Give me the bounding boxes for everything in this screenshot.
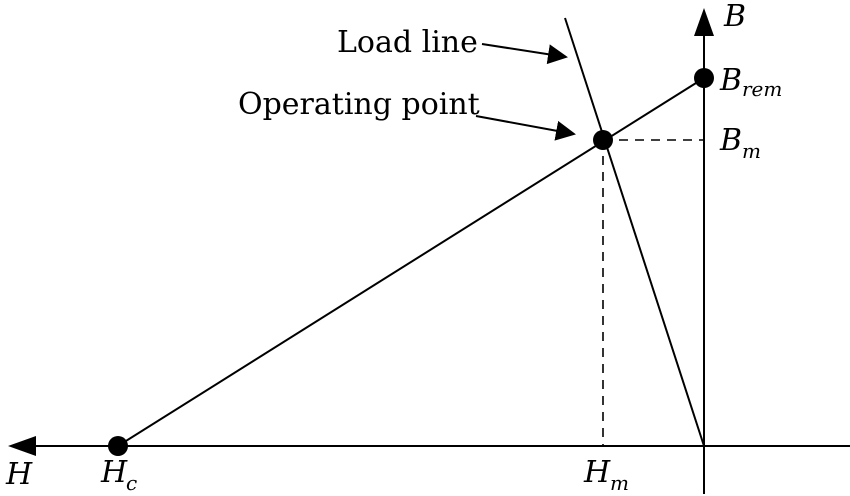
b-axis-label: B <box>723 0 746 34</box>
svg-text:B: B <box>719 63 742 98</box>
brem-point <box>694 68 714 88</box>
operating-point <box>593 130 613 150</box>
svg-text:B: B <box>719 123 742 158</box>
bm-label: B m <box>719 123 761 163</box>
demagnetization-line <box>117 77 705 447</box>
load-line-pointer-arrow <box>481 43 568 65</box>
operating-point-pointer-arrow <box>475 115 576 141</box>
svg-text:c: c <box>126 471 137 495</box>
svg-text:H: H <box>100 455 128 490</box>
svg-text:m: m <box>610 471 629 495</box>
svg-text:H: H <box>583 455 611 490</box>
h-axis-label: H <box>5 457 33 492</box>
hc-point <box>108 436 128 456</box>
load-line <box>564 17 705 447</box>
brem-label: B rem <box>719 63 782 101</box>
hc-label: H c <box>100 455 137 495</box>
b-axis-arrow-icon <box>694 8 714 36</box>
h-axis-arrow-icon <box>8 436 36 456</box>
svg-text:rem: rem <box>742 77 782 101</box>
operating-point-label: Operating point <box>238 87 480 122</box>
hm-label: H m <box>583 455 629 495</box>
load-line-label: Load line <box>337 25 478 60</box>
svg-text:m: m <box>742 139 761 163</box>
